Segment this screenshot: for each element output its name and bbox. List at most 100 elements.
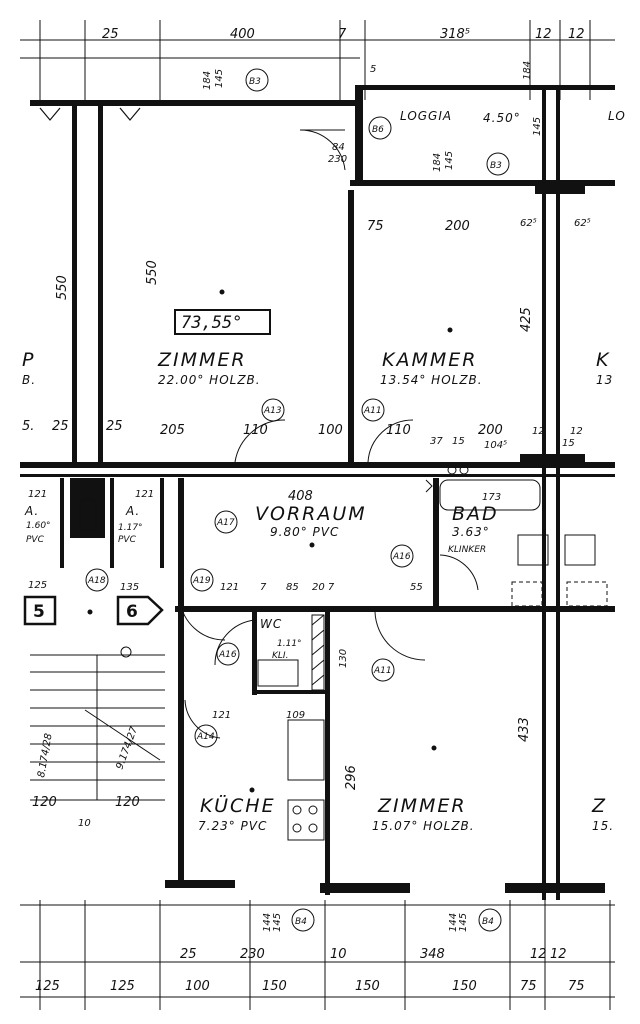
dim-bottom-150a: 150: [262, 979, 287, 994]
svg-text:B3: B3: [490, 161, 502, 171]
room-info-edge-k: 13: [596, 373, 613, 387]
svg-text:A13: A13: [263, 406, 282, 416]
room-floor-bad: KLINKER: [448, 545, 486, 555]
dim-62-b: 62⁵: [574, 218, 591, 229]
room-info-a1: 1.60°: [26, 521, 51, 531]
room-name-zimmer-2: ZIMMER: [377, 795, 467, 817]
dim-173: 173: [482, 492, 501, 503]
dim-bottom-100: 100: [185, 979, 210, 994]
dim-550-left: 550: [55, 275, 70, 300]
dim-205: 205: [160, 423, 185, 438]
room-info-kammer: 13.54° HOLZB.: [380, 373, 483, 387]
room-floor-a1: PVC: [26, 535, 45, 545]
dim-144-a: 144: [262, 913, 273, 932]
dim-120-b: 120: [115, 795, 140, 810]
room-name-vorraum: VORRAUM: [255, 503, 367, 525]
bottom-dimension-lines: [20, 900, 615, 1010]
svg-text:A11: A11: [373, 666, 392, 676]
tag-b4-a: B4: [291, 908, 315, 932]
dim-bottom-12b: 12: [550, 947, 567, 962]
tag-a16-a: A16: [390, 544, 414, 568]
room-name-a1: A.: [24, 504, 39, 518]
dim-25-a: 25: [52, 419, 69, 434]
room-info-vorraum: 9.80° PVC: [270, 525, 339, 539]
dim-121-c: 121: [220, 582, 239, 593]
dim-top-12a: 12: [535, 27, 552, 42]
room-info-zimmer-2: 15.07° HOLZB.: [372, 819, 475, 833]
dim-425: 425: [519, 307, 534, 332]
dim-100: 100: [318, 423, 343, 438]
svg-text:A18: A18: [87, 576, 106, 586]
room-center-dots: [87, 289, 453, 793]
dim-120-a: 120: [32, 795, 57, 810]
kitchen-fixtures: [287, 719, 325, 841]
wc-fixtures: [257, 614, 325, 691]
dim-7: 7: [260, 582, 267, 593]
dim-bottom-25: 25: [180, 947, 197, 962]
svg-text:A14: A14: [196, 732, 215, 742]
staircase: [30, 646, 165, 801]
dim-433: 433: [517, 717, 532, 742]
dim-184-a: 184: [202, 71, 213, 90]
dim-15: 15: [452, 436, 465, 447]
dim-110-a: 110: [243, 423, 268, 438]
room-name-edge-k: K: [596, 349, 610, 371]
dim-135: 135: [120, 582, 139, 593]
room-info-kueche: 7.23° PVC: [198, 819, 267, 833]
dim-184-b: 184: [432, 153, 443, 172]
svg-text:5: 5: [33, 602, 45, 622]
bath-fixtures: [425, 465, 608, 607]
tag-a16-b: A16: [216, 642, 240, 666]
room-name-zimmer-1: ZIMMER: [157, 349, 247, 371]
dim-55: 55: [410, 582, 423, 593]
dim-bottom-150c: 150: [452, 979, 477, 994]
tag-a11-b: A11: [371, 658, 395, 682]
room-info-edge-z: 15.: [592, 819, 614, 833]
dim-109: 109: [286, 710, 305, 721]
dim-121-a: 121: [28, 489, 47, 500]
room-area-loggia: 4.50°: [483, 111, 521, 125]
dim-12-b: 12: [570, 426, 583, 437]
dim-bottom-12a: 12: [530, 947, 547, 962]
tag-b6: B6: [368, 116, 392, 140]
dim-bottom-10: 10: [330, 947, 347, 962]
room-floor-wc: KLI.: [272, 651, 288, 661]
svg-text:A16: A16: [218, 650, 237, 660]
room-floor-a2: PVC: [118, 535, 137, 545]
room-info-bad: 3.63°: [452, 525, 490, 539]
total-area: 73,55°: [181, 313, 242, 333]
dim-12-a: 12: [532, 426, 545, 437]
dim-top-7: 7: [338, 27, 347, 42]
dim-top-400: 400: [230, 27, 255, 42]
dim-121-b: 121: [135, 489, 154, 500]
dim-bottom-125b: 125: [110, 979, 135, 994]
dim-104: 104⁵: [484, 440, 507, 451]
dim-85: 85: [286, 582, 299, 593]
svg-text:B4: B4: [295, 917, 307, 927]
dim-20-7: 20 7: [312, 582, 335, 593]
unit-marker-6: 6: [116, 595, 164, 626]
svg-text:A17: A17: [216, 518, 235, 528]
stair-label-1: 8.174/28: [36, 733, 55, 779]
dim-37: 37: [430, 436, 443, 447]
unit-marker-5: 5: [23, 595, 57, 626]
dim-bottom-75a: 75: [520, 979, 537, 994]
dim-121-d: 121: [212, 710, 231, 721]
svg-text:A19: A19: [192, 576, 211, 586]
walls: [20, 85, 615, 900]
dim-62-a: 62⁵: [520, 218, 537, 229]
room-name-a2: A.: [125, 504, 140, 518]
dim-110-b: 110: [386, 423, 411, 438]
tag-a18: A18: [85, 568, 109, 592]
svg-text:6: 6: [126, 602, 138, 622]
dim-184-c: 184: [522, 61, 533, 80]
tag-a11-a: A11: [361, 398, 385, 422]
dim-bottom-348: 348: [420, 947, 445, 962]
room-info-zimmer-1: 22.00° HOLZB.: [158, 373, 261, 387]
dim-top-25: 25: [102, 27, 119, 42]
dim-15-b: 15: [562, 438, 575, 449]
room-name-edge-lo: LO: [608, 109, 626, 123]
dim-125: 125: [28, 580, 47, 591]
dim-200-a: 200: [478, 423, 503, 438]
